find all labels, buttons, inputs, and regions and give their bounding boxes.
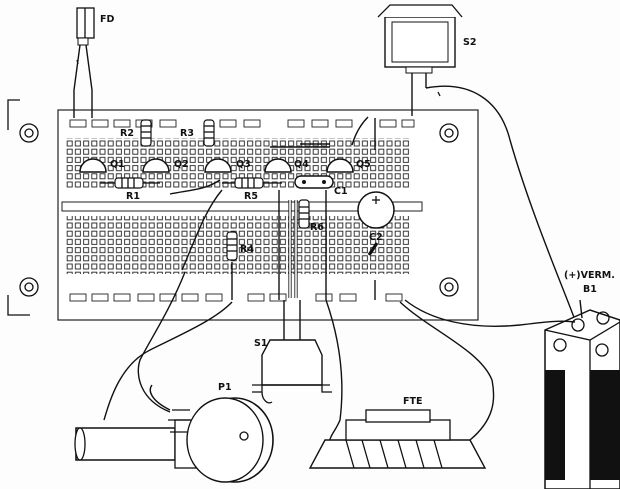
wire-s2-battery [425, 85, 576, 321]
wire-p1-b [137, 271, 186, 413]
speaker-fte: FTE [308, 396, 487, 469]
bottom-power-rail [69, 293, 403, 302]
wire-p1-a [103, 301, 233, 421]
transistor-q3: Q3 [204, 158, 251, 173]
label-p1: P1 [218, 382, 232, 393]
wire-p1-c [149, 384, 171, 411]
breadboard-center-channel [61, 201, 423, 212]
battery-holder-b1: (+)VERM. B1 [544, 270, 620, 489]
capacitor-c1: C1 [294, 175, 348, 197]
label-r6: R6 [310, 222, 324, 233]
resistor-r6: R6 [298, 199, 324, 233]
resistor-r5: R5 [222, 177, 282, 202]
transistor-q5: Q5 [326, 158, 371, 173]
capacitor-c2: C2 [357, 191, 395, 256]
top-power-rail [69, 119, 415, 128]
label-fte: FTE [403, 396, 422, 407]
label-r1: R1 [126, 191, 140, 202]
label-s2: S2 [463, 37, 476, 48]
photodiode-fd: FD [73, 7, 114, 118]
mount-hole [439, 277, 459, 297]
resistor-r2: R2 [120, 119, 152, 147]
resistor-r3: R3 [180, 119, 215, 147]
transistor-q1: Q1 [79, 158, 125, 173]
label-r3: R3 [180, 128, 194, 139]
label-c2: C2 [369, 232, 383, 243]
resistor-r1: R1 [100, 177, 160, 202]
wire-speaker-b [399, 301, 495, 441]
label-b1-polarity: (+)VERM. [564, 270, 615, 281]
mount-hole [439, 123, 459, 143]
wire-battery-pos-lead [579, 299, 583, 319]
breadboard-lower-holes [66, 216, 411, 274]
switch-s2: S2 [377, 4, 476, 88]
label-fd: FD [100, 14, 114, 25]
label-s1: S1 [254, 338, 267, 349]
label-r5: R5 [244, 191, 258, 202]
label-q1: Q1 [110, 159, 125, 170]
label-r4: R4 [240, 244, 254, 255]
label-q3: Q3 [236, 159, 251, 170]
label-q2: Q2 [174, 159, 189, 170]
transistor-q4: Q4 [264, 158, 309, 173]
transistor-q2: Q2 [142, 158, 189, 173]
breadboard [57, 109, 479, 321]
potentiometer-p1: P1 [74, 382, 274, 483]
wire-speaker-a [325, 299, 343, 441]
switch-s1: S1 [252, 300, 332, 404]
label-q5: Q5 [356, 159, 371, 170]
resistor-r4: R4 [226, 231, 254, 261]
label-b1: B1 [583, 284, 597, 295]
label-c1: C1 [334, 186, 348, 197]
jumper-wires [169, 116, 376, 300]
label-q4: Q4 [294, 159, 309, 170]
left-bracket [7, 99, 39, 316]
label-r2: R2 [120, 128, 134, 139]
wire-battery-neg [404, 299, 576, 327]
